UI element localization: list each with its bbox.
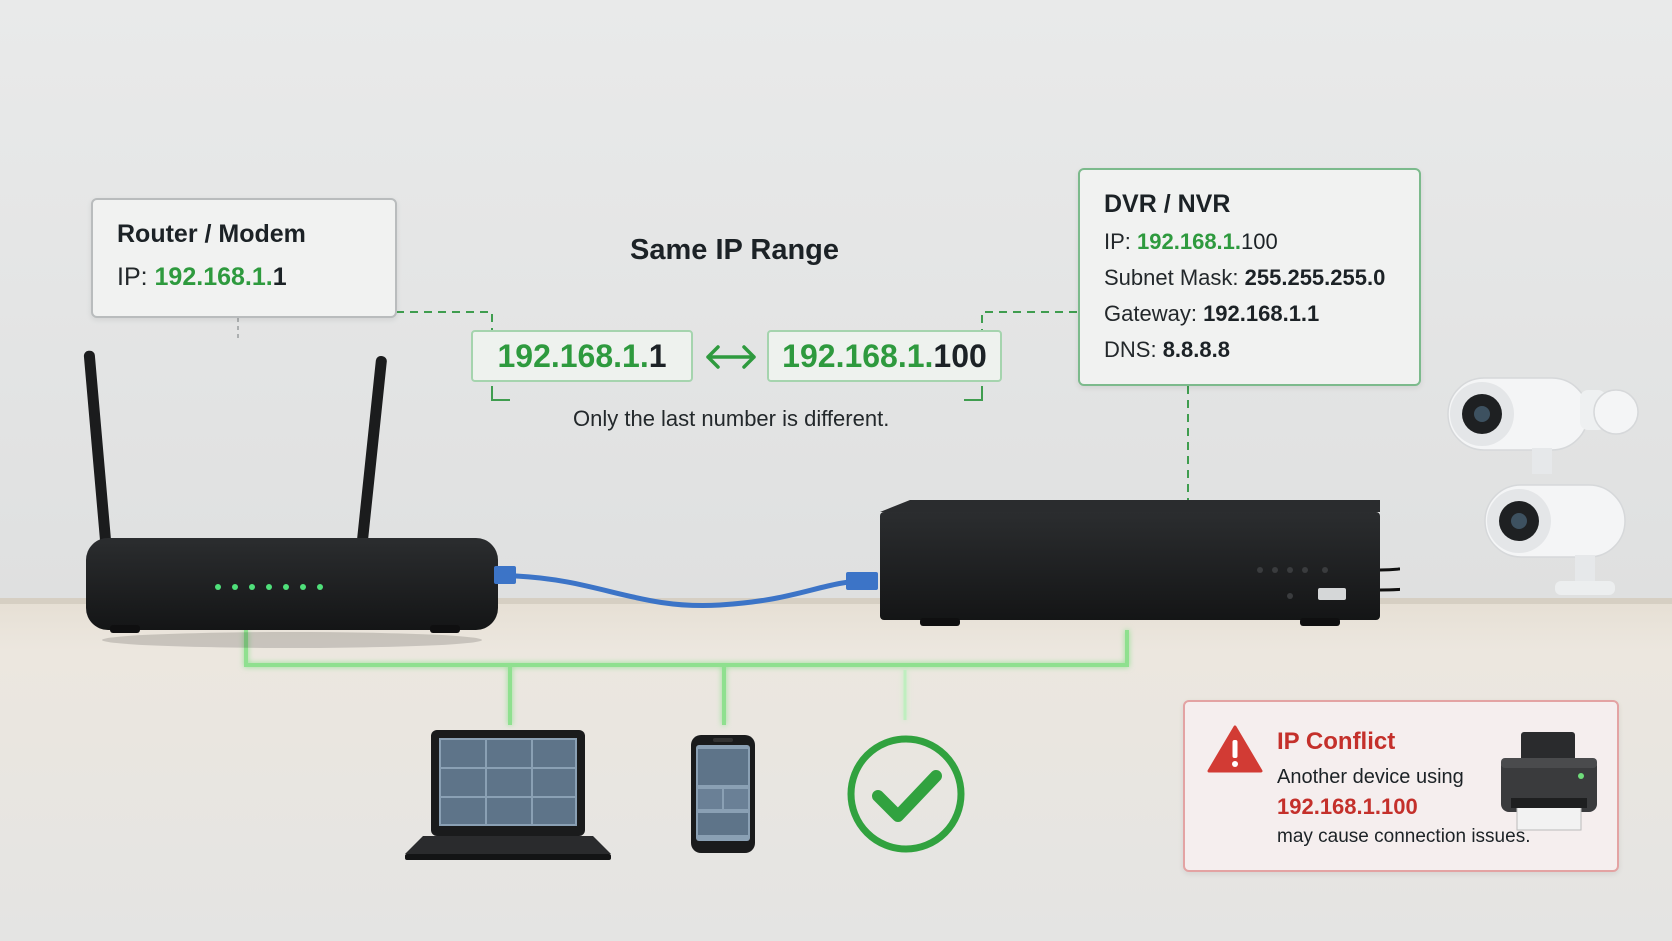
right-ip-suffix: 100 (933, 337, 987, 374)
conflict-ip-text: 192.168.1.100 (1277, 794, 1418, 819)
dvr-dns-value: 8.8.8.8 (1162, 337, 1230, 362)
same-ip-range-heading: Same IP Range (630, 234, 840, 266)
dvr-subnet-row: Subnet Mask: 255.255.255.0 (1104, 265, 1395, 291)
ip-range-caption: Only the last number is different. (573, 406, 890, 431)
router-ip-prefix: 192.168.1. (154, 263, 273, 291)
router-label-box: Router / Modem IP: 192.168.1.1 (91, 198, 397, 318)
dvr-subnet-value: 255.255.255.0 (1244, 265, 1386, 290)
dvr-ip-row: IP: 192.168.1.100 (1104, 229, 1395, 255)
right-chip-bracket (964, 386, 983, 401)
conflict-line-1: Another device using (1277, 766, 1464, 788)
check-circle-icon (847, 735, 965, 853)
conflict-line-3: may cause connection issues. (1277, 826, 1531, 847)
ip-conflict-box: IP Conflict Another device using 192.168… (1183, 700, 1619, 872)
conflict-title: IP Conflict (1277, 728, 1395, 756)
dvr-subnet-label: Subnet Mask: (1104, 265, 1239, 290)
dvr-ip-suffix: 100 (1241, 229, 1278, 254)
dvr-gateway-value: 192.168.1.1 (1203, 301, 1320, 326)
router-ip-label: IP: (117, 263, 148, 291)
camera-icon (1447, 377, 1639, 595)
conflict-ip: 192.168.1.100 (1277, 794, 1418, 820)
dvr-ip-prefix: 192.168.1. (1137, 229, 1242, 254)
printer-icon (1501, 732, 1597, 831)
dvr-gateway-row: Gateway: 192.168.1.1 (1104, 301, 1395, 327)
router-ip-suffix: 1 (272, 263, 287, 291)
dvr-title: DVR / NVR (1104, 190, 1231, 218)
phone-icon (691, 735, 755, 853)
left-ip-prefix: 192.168.1. (497, 337, 649, 374)
router-title: Router / Modem (117, 220, 306, 248)
right-ip-chip: 192.168.1.100 (767, 330, 1002, 382)
dvr-label-box: DVR / NVR IP: 192.168.1.100 Subnet Mask:… (1078, 168, 1421, 386)
dvr-dns-row: DNS: 8.8.8.8 (1104, 337, 1395, 363)
double-arrow-icon (706, 345, 756, 369)
warning-icon (1207, 725, 1263, 773)
router-ip-row: IP: 192.168.1.1 (117, 263, 371, 292)
left-ip-suffix: 1 (648, 337, 667, 374)
dvr-gateway-label: Gateway: (1104, 301, 1197, 326)
conflict-title-text: IP Conflict (1277, 728, 1396, 755)
dvr-to-chip-connector (981, 311, 1077, 330)
local-network-links (244, 630, 1129, 725)
left-ip-chip: 192.168.1.1 (471, 330, 693, 382)
right-ip-prefix: 192.168.1. (782, 337, 934, 374)
left-chip-bracket (491, 386, 510, 401)
dvr-icon (880, 500, 1400, 626)
laptop-icon (405, 730, 611, 860)
dvr-ip-label: IP: (1104, 229, 1131, 254)
router-icon (83, 350, 516, 648)
router-to-chip-connector (396, 311, 493, 330)
dvr-dns-label: DNS: (1104, 337, 1157, 362)
